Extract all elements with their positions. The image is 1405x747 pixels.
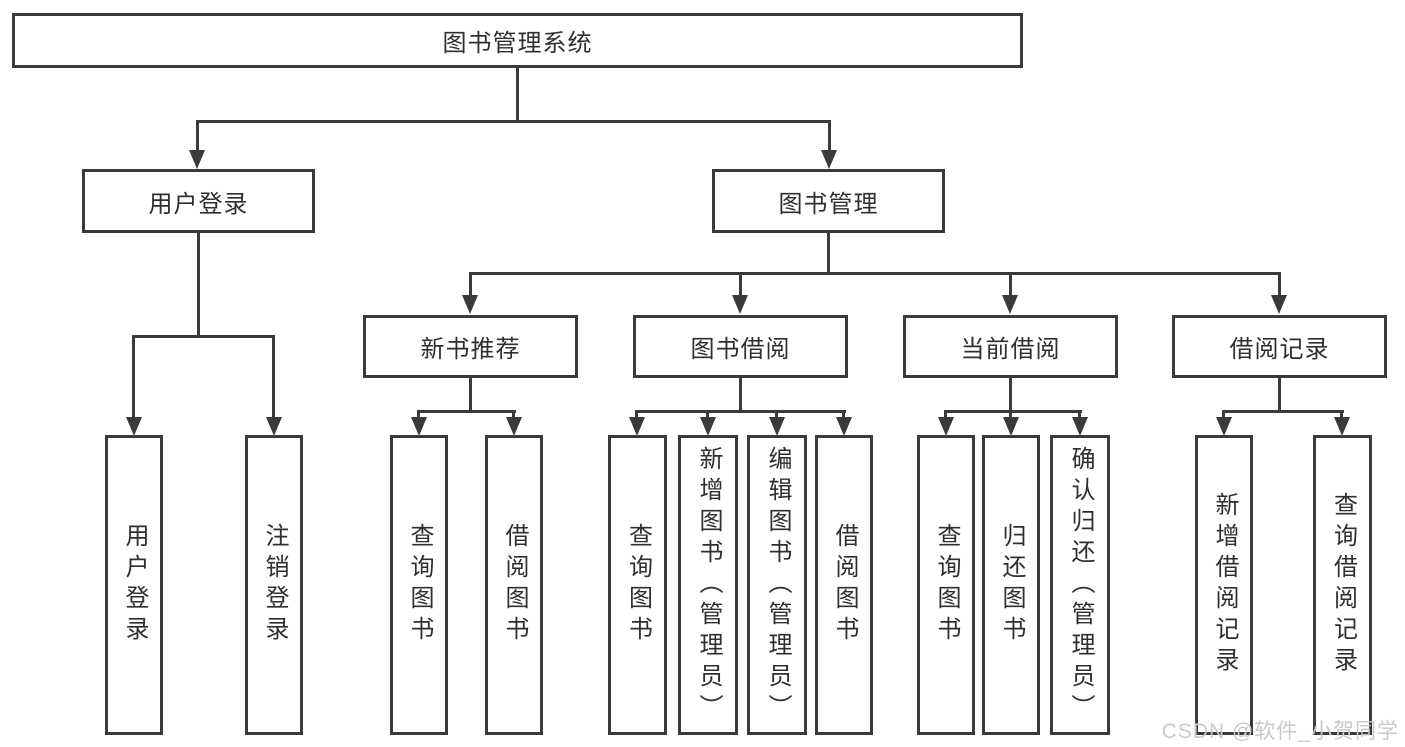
edge-book-management-down: [827, 233, 830, 272]
edge-user-login-down: [197, 233, 200, 335]
node-root-label: 图书管理系统: [442, 30, 593, 57]
leaf-recommend-borrow-book: 借阅图书: [485, 435, 543, 735]
edge-records-rail: [1222, 410, 1344, 413]
edge-add-book-stem: [706, 410, 709, 418]
edge-root-rail: [196, 120, 831, 123]
edge-user-login-rail: [132, 335, 275, 338]
edge-book-borrow-stem: [739, 272, 742, 296]
node-book-management: 图书管理: [712, 169, 945, 233]
leaf-edit-book-admin-label: 编辑图书（管理员）: [764, 445, 791, 725]
edge-borrow-book-stem: [842, 410, 845, 418]
edge-recommend-query-stem: [417, 410, 420, 418]
arrow-add-record: [1216, 417, 1232, 436]
edge-edit-book-stem: [775, 410, 778, 418]
arrow-edit-book: [769, 417, 785, 436]
edge-new-book-recommend-stem: [469, 272, 472, 296]
leaf-edit-book-admin: 编辑图书（管理员）: [747, 435, 807, 735]
edge-leaf-logout-stem: [272, 335, 275, 418]
edge-current-down: [1009, 378, 1012, 410]
edge-recommend-borrow-stem: [512, 410, 515, 418]
edge-recommend-down: [469, 378, 472, 410]
leaf-add-book-admin-label: 新增图书（管理员）: [695, 445, 722, 725]
edge-borrow-query-stem: [635, 410, 638, 418]
leaf-borrow-query-book: 查询图书: [608, 435, 667, 735]
edge-records-down: [1278, 378, 1281, 410]
leaf-confirm-return-admin: 确认归还（管理员）: [1050, 435, 1110, 735]
edge-return-book-stem: [1009, 410, 1012, 418]
leaf-return-book: 归还图书: [982, 435, 1040, 735]
arrow-return-book: [1003, 417, 1019, 436]
edge-user-login-stem: [196, 120, 199, 151]
arrow-add-book: [700, 417, 716, 436]
leaf-borrow-book: 借阅图书: [815, 435, 873, 735]
leaf-recommend-query-book-label: 查询图书: [406, 523, 433, 647]
edge-borrow-down: [739, 378, 742, 410]
arrow-book-borrow: [732, 295, 748, 314]
edge-book-management-stem: [828, 120, 831, 151]
arrow-borrow-query: [629, 417, 645, 436]
edge-current-query-stem: [944, 410, 947, 418]
arrow-leaf-user-login: [126, 417, 142, 436]
node-new-book-recommend-label: 新书推荐: [420, 336, 521, 363]
edge-confirm-return-stem: [1078, 410, 1081, 418]
arrow-current-query: [938, 417, 954, 436]
arrow-recommend-query: [411, 417, 427, 436]
edge-book-management-rail: [469, 272, 1281, 275]
leaf-recommend-borrow-book-label: 借阅图书: [501, 523, 528, 647]
node-new-book-recommend: 新书推荐: [363, 315, 578, 378]
leaf-add-borrow-record-label: 新增借阅记录: [1211, 492, 1238, 678]
leaf-current-query-book: 查询图书: [917, 435, 975, 735]
leaf-confirm-return-admin-label: 确认归还（管理员）: [1067, 445, 1094, 725]
arrow-current-borrow: [1002, 295, 1018, 314]
leaf-current-query-book-label: 查询图书: [933, 523, 960, 647]
edge-leaf-user-login-stem: [132, 335, 135, 418]
node-borrow-records-label: 借阅记录: [1229, 336, 1330, 363]
leaf-borrow-book-label: 借阅图书: [831, 523, 858, 647]
arrow-borrow-book: [836, 417, 852, 436]
arrow-new-book-recommend: [462, 295, 478, 314]
arrow-confirm-return: [1072, 417, 1088, 436]
edge-recommend-rail: [417, 410, 516, 413]
leaf-return-book-label: 归还图书: [998, 523, 1025, 647]
leaf-logout: 注销登录: [245, 435, 303, 735]
node-book-borrow: 图书借阅: [633, 315, 848, 378]
edge-borrow-records-stem: [1278, 272, 1281, 296]
leaf-add-borrow-record: 新增借阅记录: [1195, 435, 1253, 735]
leaf-query-borrow-record: 查询借阅记录: [1313, 435, 1372, 735]
arrow-leaf-logout: [266, 417, 282, 436]
edge-root-stem: [516, 68, 519, 120]
node-current-borrow-label: 当前借阅: [960, 336, 1061, 363]
leaf-user-login-label: 用户登录: [121, 523, 148, 647]
leaf-add-book-admin: 新增图书（管理员）: [678, 435, 738, 735]
leaf-user-login: 用户登录: [105, 435, 163, 735]
edge-current-rail: [944, 410, 1082, 413]
node-current-borrow: 当前借阅: [903, 315, 1118, 378]
node-user-login-label: 用户登录: [148, 190, 249, 218]
edge-query-record-stem: [1340, 410, 1343, 418]
node-root: 图书管理系统: [12, 13, 1023, 68]
arrow-borrow-records: [1271, 295, 1287, 314]
arrow-recommend-borrow: [506, 417, 522, 436]
arrow-query-record: [1334, 417, 1350, 436]
node-borrow-records: 借阅记录: [1172, 315, 1387, 378]
arrow-user-login: [189, 150, 205, 169]
leaf-borrow-query-book-label: 查询图书: [624, 523, 652, 647]
edge-borrow-rail: [635, 410, 846, 413]
edge-add-record-stem: [1222, 410, 1225, 418]
node-book-borrow-label: 图书借阅: [690, 336, 791, 363]
arrow-book-management: [821, 150, 837, 169]
leaf-recommend-query-book: 查询图书: [390, 435, 448, 735]
leaf-query-borrow-record-label: 查询借阅记录: [1329, 492, 1357, 678]
node-book-management-label: 图书管理: [778, 190, 879, 218]
edge-current-borrow-stem: [1009, 272, 1012, 296]
watermark: CSDN @软件_小贺同学: [1161, 720, 1399, 743]
node-user-login: 用户登录: [82, 169, 315, 233]
leaf-logout-label: 注销登录: [261, 523, 288, 647]
